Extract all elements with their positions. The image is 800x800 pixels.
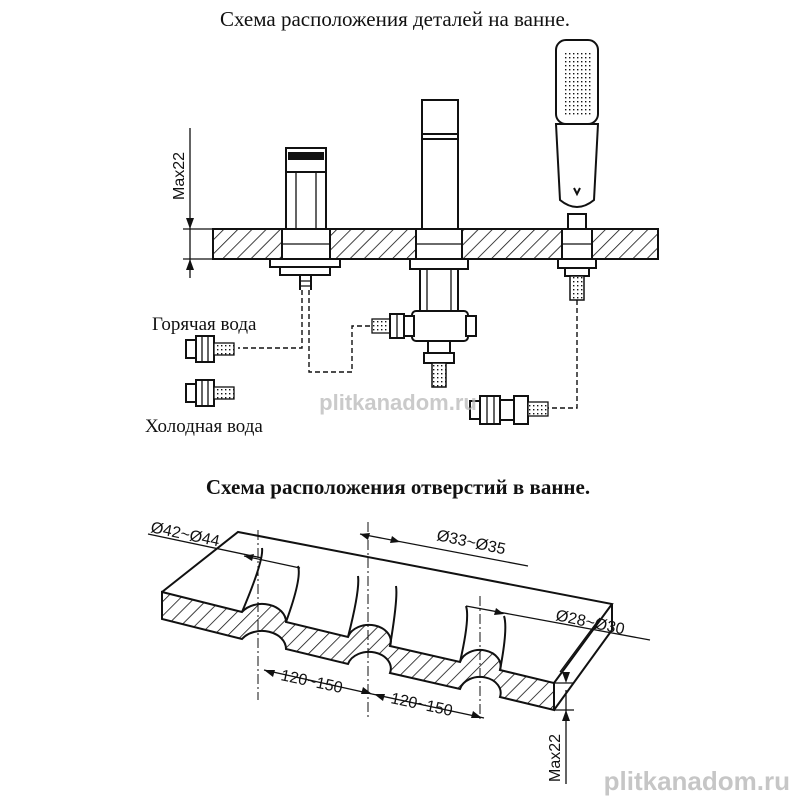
fixture-assembly: Max22 <box>145 39 659 437</box>
shower-hose <box>545 300 578 409</box>
spout <box>269 147 341 290</box>
hole-diameter-3-dimension: Ø28~Ø30 <box>465 605 651 641</box>
cold-water-connector <box>185 379 235 407</box>
top-title: Схема расположения деталей на ванне. <box>220 7 570 31</box>
watermark-center: plitkanadom.ru <box>319 390 477 415</box>
hot-water-label: Горячая вода <box>152 314 257 335</box>
hot-water-hose <box>238 290 303 349</box>
hand-shower <box>554 39 600 301</box>
mixer-inlet-connector <box>371 313 405 339</box>
max-height-label: Max22 <box>171 152 188 200</box>
hot-water-connector <box>185 335 235 363</box>
watermark-corner: plitkanadom.ru <box>604 766 790 796</box>
cold-water-hose <box>308 290 376 373</box>
max-height-bottom-label: Max22 <box>547 734 564 782</box>
max-height-bottom-dimension: Max22 <box>547 672 574 784</box>
bottom-title: Схема расположения отверстий в ванне. <box>206 475 590 499</box>
spacing-2-dimension: 120~150 <box>371 690 485 720</box>
mixer-valve <box>403 99 477 388</box>
spacing-2-label: 120~150 <box>389 690 454 720</box>
hole-layout: Ø42~Ø44 Ø33~Ø35 Ø28~Ø30 120~150 120 <box>147 519 651 784</box>
hole-diameter-1-label: Ø42~Ø44 <box>149 519 221 550</box>
max-height-dimension: Max22 <box>171 128 213 278</box>
deck-front-face <box>161 590 555 712</box>
spacing-1-dimension: 120~150 <box>263 667 373 697</box>
spacing-1-label: 120~150 <box>279 667 344 697</box>
shower-hose-connector <box>469 395 549 425</box>
hole-diameter-2-label: Ø33~Ø35 <box>435 527 507 558</box>
cold-water-label: Холодная вода <box>145 416 263 437</box>
